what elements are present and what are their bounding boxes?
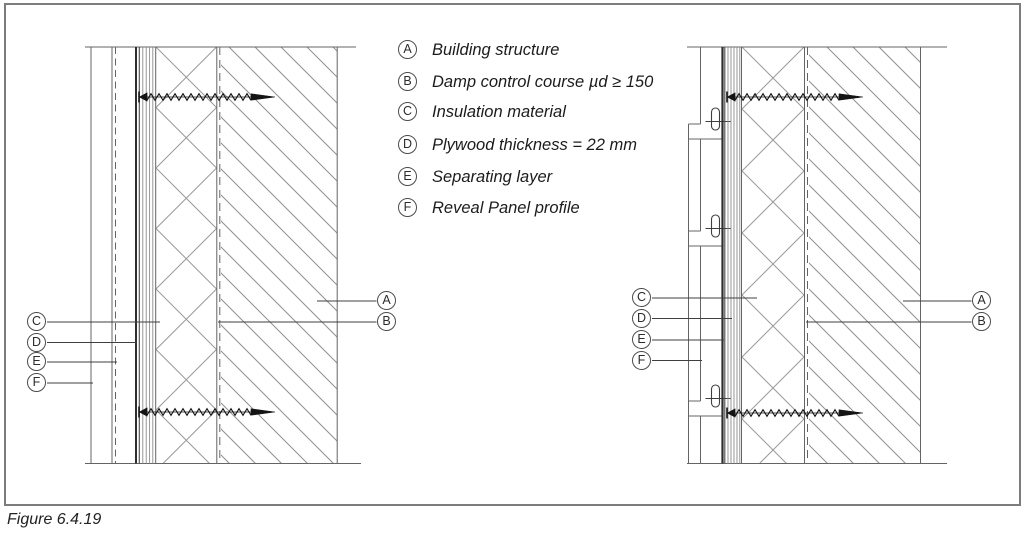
callout-f: F — [632, 350, 651, 370]
legend-label-e: Separating layer — [432, 168, 553, 186]
callout-b: B — [377, 312, 396, 331]
left-callout-leader-lines — [47, 300, 377, 384]
legend-key-b: B — [398, 72, 417, 91]
left-detail-drawing — [47, 46, 377, 464]
callout-c: C — [632, 288, 651, 307]
legend-label-d: Plywood thickness = 22 mm — [432, 136, 637, 154]
right-break-lines — [687, 46, 947, 464]
legend-label-b: Damp control course µd ≥ 150 — [432, 73, 654, 91]
figure-caption: Figure 6.4.19 — [7, 511, 102, 528]
callout-e: E — [632, 330, 651, 349]
left-plywood-lines — [135, 47, 157, 464]
left-damp-course-line — [216, 47, 221, 464]
right-panel-profile-lines — [688, 47, 722, 464]
callout-c: C — [27, 312, 46, 331]
panel-hanger-clips — [705, 107, 731, 408]
callout-a: A — [377, 291, 396, 310]
legend-key-e: E — [398, 167, 417, 186]
legend-key-c: C — [398, 102, 417, 121]
legend-label-a: Building structure — [432, 41, 560, 59]
right-damp-course-line — [804, 47, 808, 464]
left-structure-hatch — [221, 47, 337, 464]
legend-label-c: Insulation material — [432, 103, 566, 121]
right-insulation-hatch — [742, 47, 804, 464]
callout-a: A — [972, 291, 991, 310]
right-structure-hatch — [809, 47, 920, 464]
callout-d: D — [632, 308, 651, 328]
right-separating-layer-lines — [721, 47, 726, 464]
left-break-lines — [85, 46, 361, 464]
callout-d: D — [27, 332, 46, 352]
left-separating-layer-lines — [111, 47, 116, 464]
right-callout-leader-lines — [652, 297, 972, 362]
legend-key-a: A — [398, 40, 417, 59]
callout-e: E — [27, 352, 46, 371]
callout-f: F — [27, 373, 46, 392]
legend-label-f: Reveal Panel profile — [432, 199, 580, 217]
left-insulation-hatch — [156, 47, 217, 464]
legend-key-d: D — [398, 135, 417, 154]
legend-key-f: F — [398, 198, 417, 217]
callout-b: B — [972, 312, 991, 331]
right-plywood-lines — [727, 47, 742, 464]
right-detail-drawing — [652, 46, 972, 464]
